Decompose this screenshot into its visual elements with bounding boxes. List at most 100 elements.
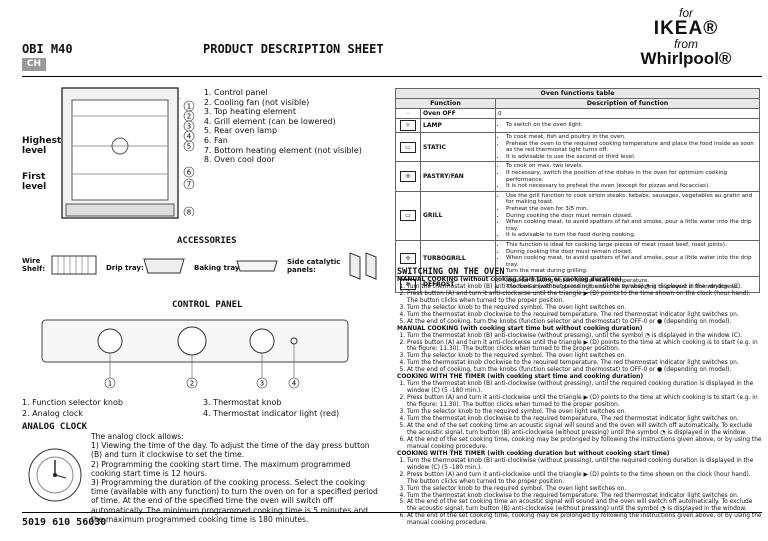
instruction-steps: Turn the thermostat knob (B) anti-clockw…	[397, 284, 762, 326]
wire-shelf-image	[51, 255, 97, 275]
brand-from: from	[674, 37, 698, 51]
callout-1: 1	[187, 103, 191, 111]
parts-list: Control panel Cooling fan (not visible) …	[200, 88, 362, 165]
part-item: Oven cool door	[214, 155, 362, 165]
instruction-step: Turn the selector knob to the required s…	[407, 353, 762, 360]
function-description: To cook on max. two levels.If necessary,…	[495, 161, 760, 192]
side-panels-image	[349, 252, 377, 280]
desc-item: This function is ideal for cooking large…	[506, 242, 757, 249]
analog-clock-image	[28, 448, 82, 502]
lamp-icon-glyph: ☼	[400, 120, 416, 131]
header-rule	[22, 76, 762, 77]
callout-3: 3	[187, 123, 191, 131]
model-name: OBI M40	[22, 42, 73, 56]
part-item: Rear oven lamp	[214, 126, 362, 136]
function-name: Oven OFF	[420, 108, 496, 119]
defrost-icon: ❄	[395, 275, 421, 294]
instruction-step: Press button (A) and turn it anti-clockw…	[407, 395, 762, 409]
instruction-step: Turn the thermostat knob (B) anti-clockw…	[407, 333, 762, 340]
page-title: PRODUCT DESCRIPTION SHEET	[203, 42, 384, 56]
table-row: ▭GRILLUse the grill function to cook sir…	[395, 190, 760, 241]
function-name: LAMP	[420, 118, 496, 133]
svg-text:3: 3	[260, 380, 264, 388]
oven-functions-table: Oven functions table Function Descriptio…	[395, 88, 760, 294]
static-icon: ▭	[395, 131, 421, 163]
instruction-step: Turn the selector knob to the required s…	[407, 409, 762, 416]
function-description: Ideal for thawing frozen food at room te…	[495, 275, 760, 294]
brand-for: for	[678, 6, 693, 20]
desc-item: Ideal for thawing frozen food at room te…	[506, 278, 757, 285]
pastry-icon: ✢	[395, 161, 421, 192]
part-item: Bottom heating element (not visible)	[214, 146, 362, 156]
instruction-subtitle: COOKING WITH THE TIMER (with cooking sta…	[397, 374, 644, 381]
defrost-icon-glyph: ❄	[400, 278, 416, 290]
desc-item: During cooking the door must remain clos…	[506, 213, 757, 220]
panel-legend-right: 3. Thermostat knob 4. Thermostat indicat…	[203, 397, 339, 419]
part-item: Top heating element	[214, 107, 362, 117]
whirlpool-logo: Whirlpool®	[640, 49, 732, 68]
part-item: Cooling fan (not visible)	[214, 98, 362, 108]
accessories-title: ACCESSORIES	[177, 236, 237, 246]
instruction-step: Turn the thermostat knob clockwise to th…	[407, 360, 762, 367]
lamp-icon: ☼	[395, 118, 421, 133]
function-description: 0	[495, 108, 760, 119]
instruction-step: At the end of cooking, turn the knobs (f…	[407, 367, 762, 374]
table-row: ▭STATIC To cook meat, fish and poultry in…	[395, 131, 760, 163]
instruction-step: Turn the selector knob to the required s…	[407, 305, 762, 312]
--icon: -	[395, 108, 421, 119]
turbogrill-icon: ✢	[395, 239, 421, 277]
desc-item: Preheat the oven for 3/5 min.	[506, 206, 757, 213]
legend-item: 3. Thermostat knob	[203, 398, 282, 407]
callout-4: 4	[187, 133, 192, 141]
instruction-subtitle: COOKING WITH THE TIMER (with cooking dur…	[397, 450, 670, 457]
label-highest-level: Highest level	[22, 136, 62, 156]
desc-item: Use the grill function to cook sirloin s…	[506, 193, 757, 206]
control-panel-image: 1 2 3 4	[41, 319, 349, 389]
panel-legend-left: 1. Function selector knob 2. Analog cloc…	[22, 397, 123, 419]
table-row: ☼ LAMPTo switch on the oven light.	[395, 118, 760, 133]
desc-item: Turn the meat during grilling.	[506, 268, 757, 275]
table-header-description: Description of function	[495, 98, 760, 109]
svg-text:2: 2	[190, 380, 194, 388]
instruction-step: Press button (A) and turn it anti-clockw…	[407, 340, 762, 354]
function-description: To switch on the oven light.	[495, 118, 760, 133]
instruction-steps: Turn the thermostat knob (B) anti-clockw…	[397, 458, 762, 528]
document-code: 5019 610 56030	[22, 517, 107, 528]
country-badge: CH	[22, 58, 46, 71]
desc-item: When cooking meat, to avoid spatters of …	[506, 255, 757, 268]
instruction-step: Turn the thermostat knob clockwise to th…	[407, 312, 762, 319]
part-item: Fan	[214, 136, 362, 146]
desc-item: It is advisable to turn the food during …	[506, 232, 757, 239]
callout-6: 6	[187, 169, 192, 177]
svg-text:4: 4	[292, 380, 297, 388]
function-description: To cook meat, fish and poultry in the ov…	[495, 131, 760, 163]
footer-rule	[22, 512, 762, 513]
instruction-step: Press button (A) and turn it anti-clockw…	[407, 291, 762, 305]
table-row: ❄DEFROSTIdeal for thawing frozen food at…	[395, 275, 760, 294]
instruction-step: At the end of the set cooking time, cook…	[407, 513, 762, 527]
grill-icon-glyph: ▭	[400, 210, 416, 222]
switching-title: SWITCHING ON THE OVEN	[397, 267, 505, 277]
oven-diagram	[61, 87, 180, 219]
instruction-step: Turn the thermostat knob (B) anti-clockw…	[407, 381, 762, 395]
ikea-logo: IKEA®	[653, 18, 719, 39]
desc-item: It is not necessary to preheat the oven …	[506, 183, 757, 190]
instruction-step: At the end of the set cooking time an ac…	[407, 423, 762, 437]
table-row: ✢TURBOGRILLThis function is ideal for co…	[395, 239, 760, 277]
oven-callouts: 1 2 3 4 5 6 7 8	[183, 100, 195, 217]
desc-item: If necessary, switch the position of the…	[506, 170, 757, 183]
desc-item: To cook meat, fish and poultry in the ov…	[506, 134, 757, 141]
desc-item: During cooking the door must remain clos…	[506, 249, 757, 256]
function-description: Use the grill function to cook sirloin s…	[495, 190, 760, 241]
callout-8: 8	[187, 209, 191, 217]
function-name: STATIC	[420, 131, 496, 163]
function-name: PASTRY/FAN	[420, 161, 496, 192]
pastry-icon-glyph: ✢	[400, 171, 416, 183]
function-description: This function is ideal for cooking large…	[495, 239, 760, 277]
instruction-step: Turn the selector knob to the required s…	[407, 486, 762, 493]
table-header-function: Function	[395, 98, 496, 109]
clock-paragraph: 1) Viewing the time of the day. To adjus…	[91, 441, 370, 460]
legend-item: 1. Function selector knob	[22, 398, 123, 407]
instruction-step: At the end of cooking, turn the knobs (f…	[407, 319, 762, 326]
